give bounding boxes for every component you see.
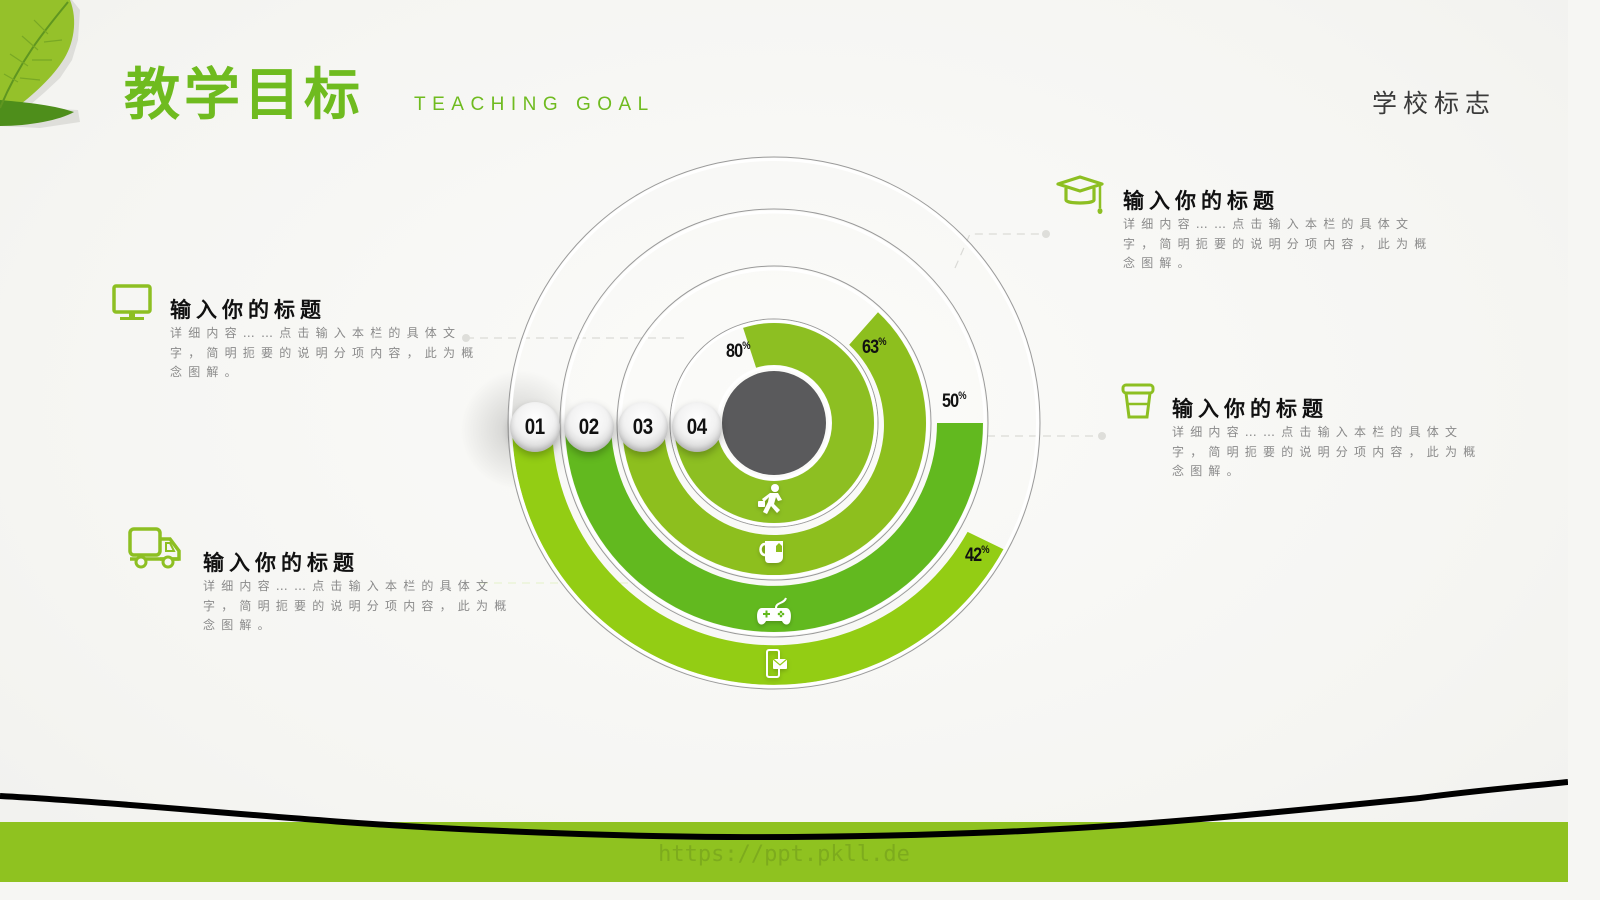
block-title: 输入你的标题 — [203, 551, 359, 575]
pct-label-03: 63% — [862, 336, 887, 358]
block-description: 详细内容……点击输入本栏的具体文字，简明扼要的说明分项内容，此为概念图解。 — [170, 326, 480, 379]
running-man-icon — [758, 484, 782, 514]
badge-02[interactable]: 02 — [564, 402, 614, 452]
gamepad-icon — [757, 597, 791, 625]
badge-03[interactable]: 03 — [618, 402, 668, 452]
footer-url-watermark: https://ppt.pkll.de — [658, 842, 910, 867]
block-title: 输入你的标题 — [1123, 189, 1279, 213]
truck-icon — [128, 527, 181, 569]
ring-02-bar — [565, 423, 983, 632]
footer-wave-line — [0, 779, 1568, 840]
footer-band — [0, 822, 1568, 882]
pct-label-04: 80% — [726, 340, 751, 362]
leaf-decoration-icon — [0, 0, 80, 128]
graduation-cap-icon — [1056, 175, 1104, 214]
page-subtitle: TEACHING GOAL — [414, 94, 655, 115]
pct-label-02: 50% — [942, 390, 967, 412]
coffee-cup-icon — [1121, 383, 1155, 419]
badge-04[interactable]: 04 — [672, 402, 722, 452]
monitor-icon — [112, 284, 152, 320]
block-description: 详细内容……点击输入本栏的具体文字，简明扼要的说明分项内容，此为概念图解。 — [1172, 425, 1482, 478]
tea-cup-icon — [759, 541, 783, 563]
block-title: 输入你的标题 — [1172, 397, 1328, 421]
school-logo-placeholder: 学校标志 — [1371, 89, 1496, 118]
badge-01[interactable]: 01 — [510, 402, 560, 452]
center-circle — [722, 371, 826, 475]
phone-mail-icon — [766, 649, 788, 678]
ring-01-bar — [512, 423, 1004, 685]
block-description: 详细内容……点击输入本栏的具体文字，简明扼要的说明分项内容，此为概念图解。 — [1123, 217, 1433, 270]
pct-label-01: 42% — [965, 544, 990, 566]
ring-03-bar — [622, 312, 926, 576]
block-description: 详细内容……点击输入本栏的具体文字，简明扼要的说明分项内容，此为概念图解。 — [203, 579, 513, 632]
ring-04-bar — [674, 323, 874, 524]
block-title: 输入你的标题 — [170, 298, 326, 322]
page-title: 教学目标 — [124, 63, 364, 128]
